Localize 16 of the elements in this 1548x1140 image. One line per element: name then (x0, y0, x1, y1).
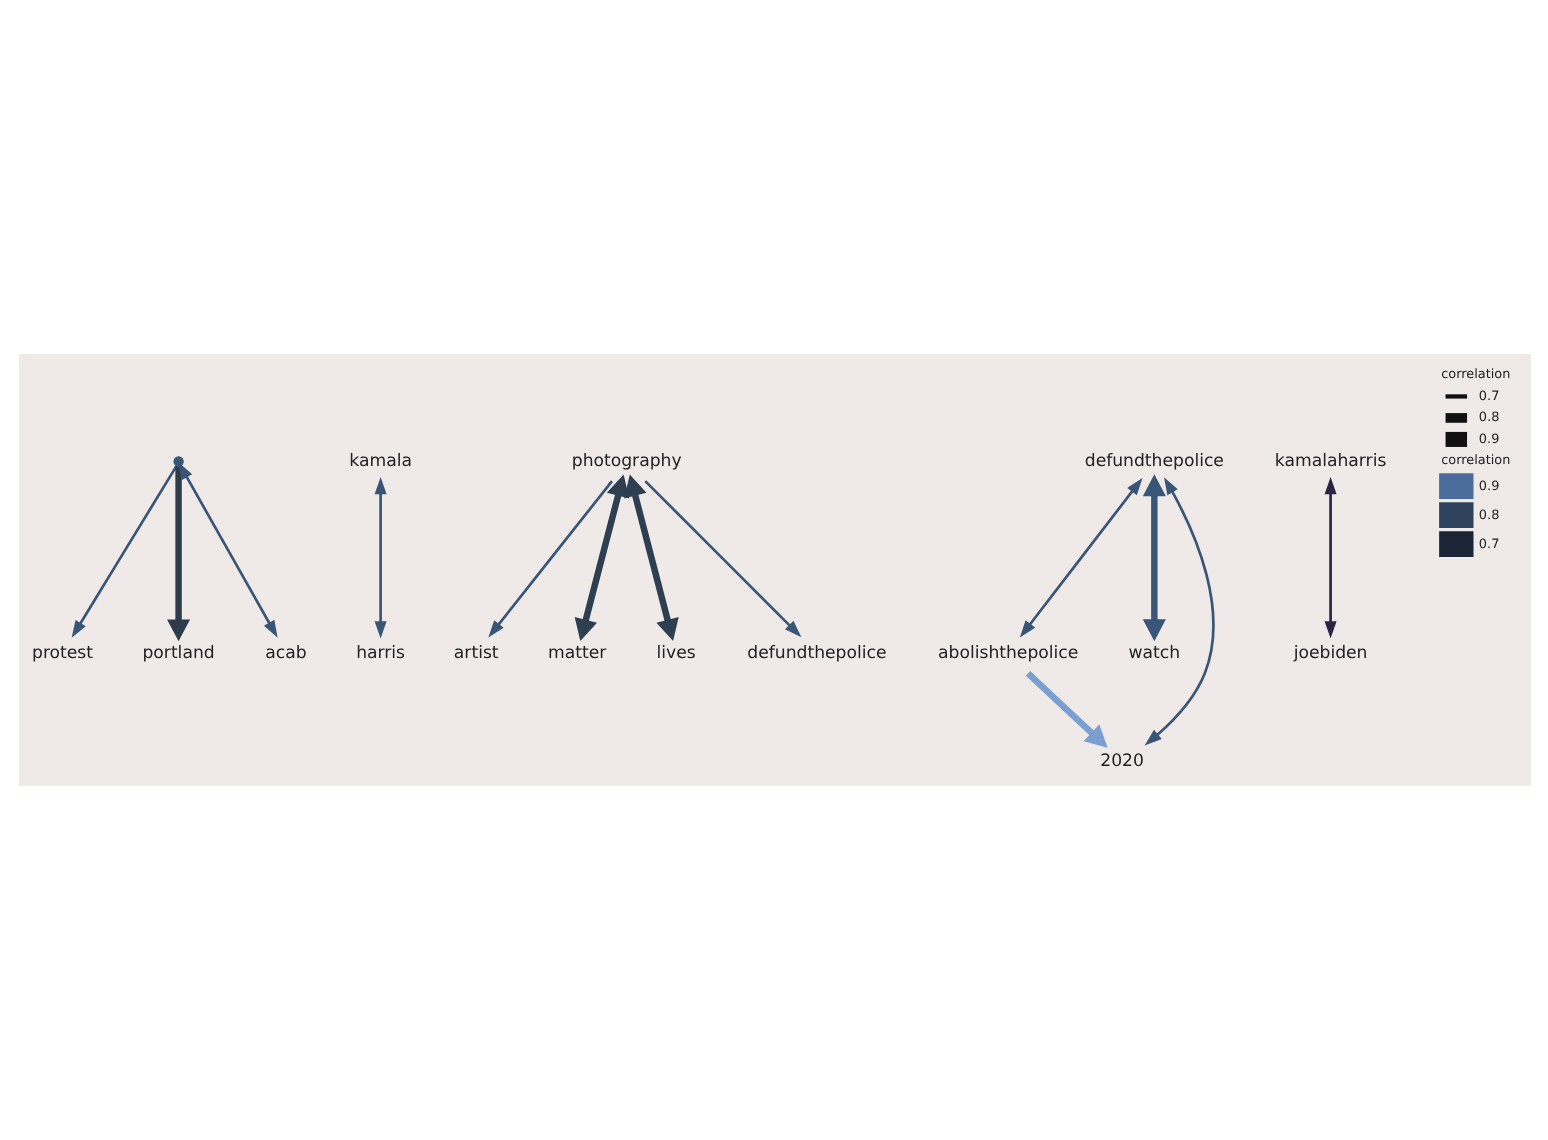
node-text: defundthepolice (746, 643, 886, 664)
node-text: portland (141, 643, 214, 664)
node-text: abolishthepolice (937, 643, 1078, 664)
node-text: defundthepolice (1083, 451, 1223, 472)
node-text: harris (355, 643, 405, 664)
node-text: kamalaharris (1273, 451, 1386, 472)
node-text: joebiden (1292, 643, 1367, 664)
node-text: photography (570, 451, 681, 472)
node-text: matter (547, 643, 606, 664)
node-text: lives (655, 643, 695, 664)
node-text: 2020 (1099, 752, 1143, 773)
node-text: watch (1127, 643, 1180, 664)
node-text: artist (452, 643, 498, 664)
node-text: protest (31, 643, 93, 664)
node-text: kamala (348, 451, 411, 472)
node-text: acab (264, 643, 306, 664)
